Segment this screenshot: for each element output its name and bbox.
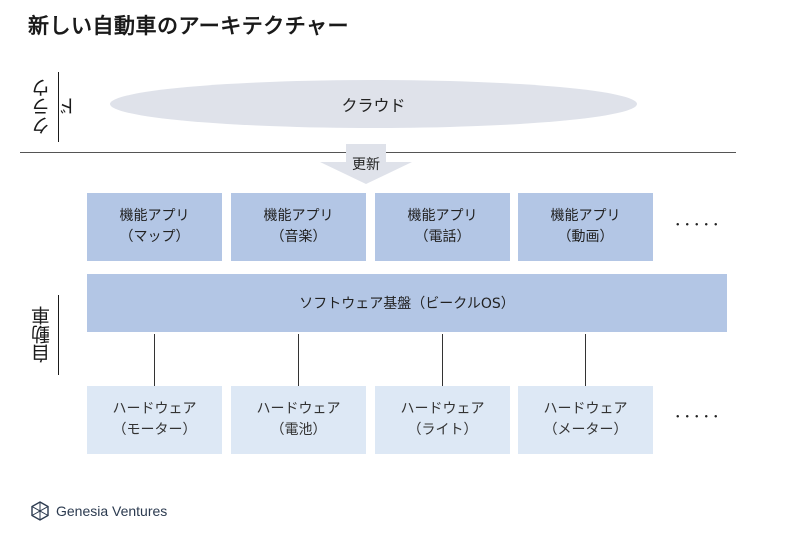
connector-line	[298, 334, 299, 386]
page-title: 新しい自動車のアーキテクチャー	[28, 14, 350, 38]
side-label-cloud: クラウド	[31, 78, 80, 136]
function-app-box: 機能アプリ （電話）	[375, 193, 510, 261]
cloud-label: クラウド	[341, 96, 406, 115]
cloud-ellipse: クラウド	[110, 80, 637, 128]
company-logo: Genesia Ventures	[30, 501, 167, 521]
function-app-box: 機能アプリ （動画）	[518, 193, 653, 261]
hardware-subtitle: （メーター）	[543, 422, 628, 438]
company-logo-text: Genesia Ventures	[56, 503, 168, 519]
function-app-subtitle: （動画）	[557, 229, 614, 245]
genesia-logo-icon	[31, 501, 49, 521]
side-label-cloud-underline	[58, 72, 59, 142]
function-app-box: 機能アプリ （音楽）	[231, 193, 366, 261]
update-arrow	[320, 144, 412, 184]
software-platform-label: ソフトウェア基盤（ビークルOS）	[299, 296, 515, 312]
hardware-title: ハードウェア	[400, 401, 485, 417]
hardware-title: ハードウェア	[256, 401, 341, 417]
function-app-subtitle: （電話）	[414, 229, 471, 245]
function-app-title: 機能アプリ	[407, 208, 478, 224]
hardware-box: ハードウェア （ライト）	[375, 386, 510, 454]
side-label-car-underline	[58, 295, 59, 375]
function-app-title: 機能アプリ	[550, 208, 621, 224]
hardware-title: ハードウェア	[543, 401, 628, 417]
hardware-ellipsis: ･････	[674, 408, 722, 426]
function-apps-ellipsis: ･････	[674, 216, 722, 234]
update-arrow-label: 更新	[352, 157, 380, 173]
function-app-subtitle: （音楽）	[270, 229, 327, 245]
hardware-subtitle: （ライト）	[407, 422, 478, 438]
hardware-box: ハードウェア （メーター）	[518, 386, 653, 454]
function-app-box: 機能アプリ （マップ）	[87, 193, 222, 261]
hardware-title: ハードウェア	[112, 401, 197, 417]
connector-line	[442, 334, 443, 386]
side-label-car: 自動車	[31, 306, 53, 364]
hardware-subtitle: （モーター）	[112, 422, 197, 438]
connector-line	[154, 334, 155, 386]
hardware-box: ハードウェア （モーター）	[87, 386, 222, 454]
function-app-title: 機能アプリ	[119, 208, 190, 224]
connector-line	[585, 334, 586, 386]
software-platform-box: ソフトウェア基盤（ビークルOS）	[87, 274, 727, 332]
hardware-subtitle: （電池）	[270, 422, 327, 438]
function-app-subtitle: （マップ）	[119, 229, 190, 245]
hardware-box: ハードウェア （電池）	[231, 386, 366, 454]
function-app-title: 機能アプリ	[263, 208, 334, 224]
